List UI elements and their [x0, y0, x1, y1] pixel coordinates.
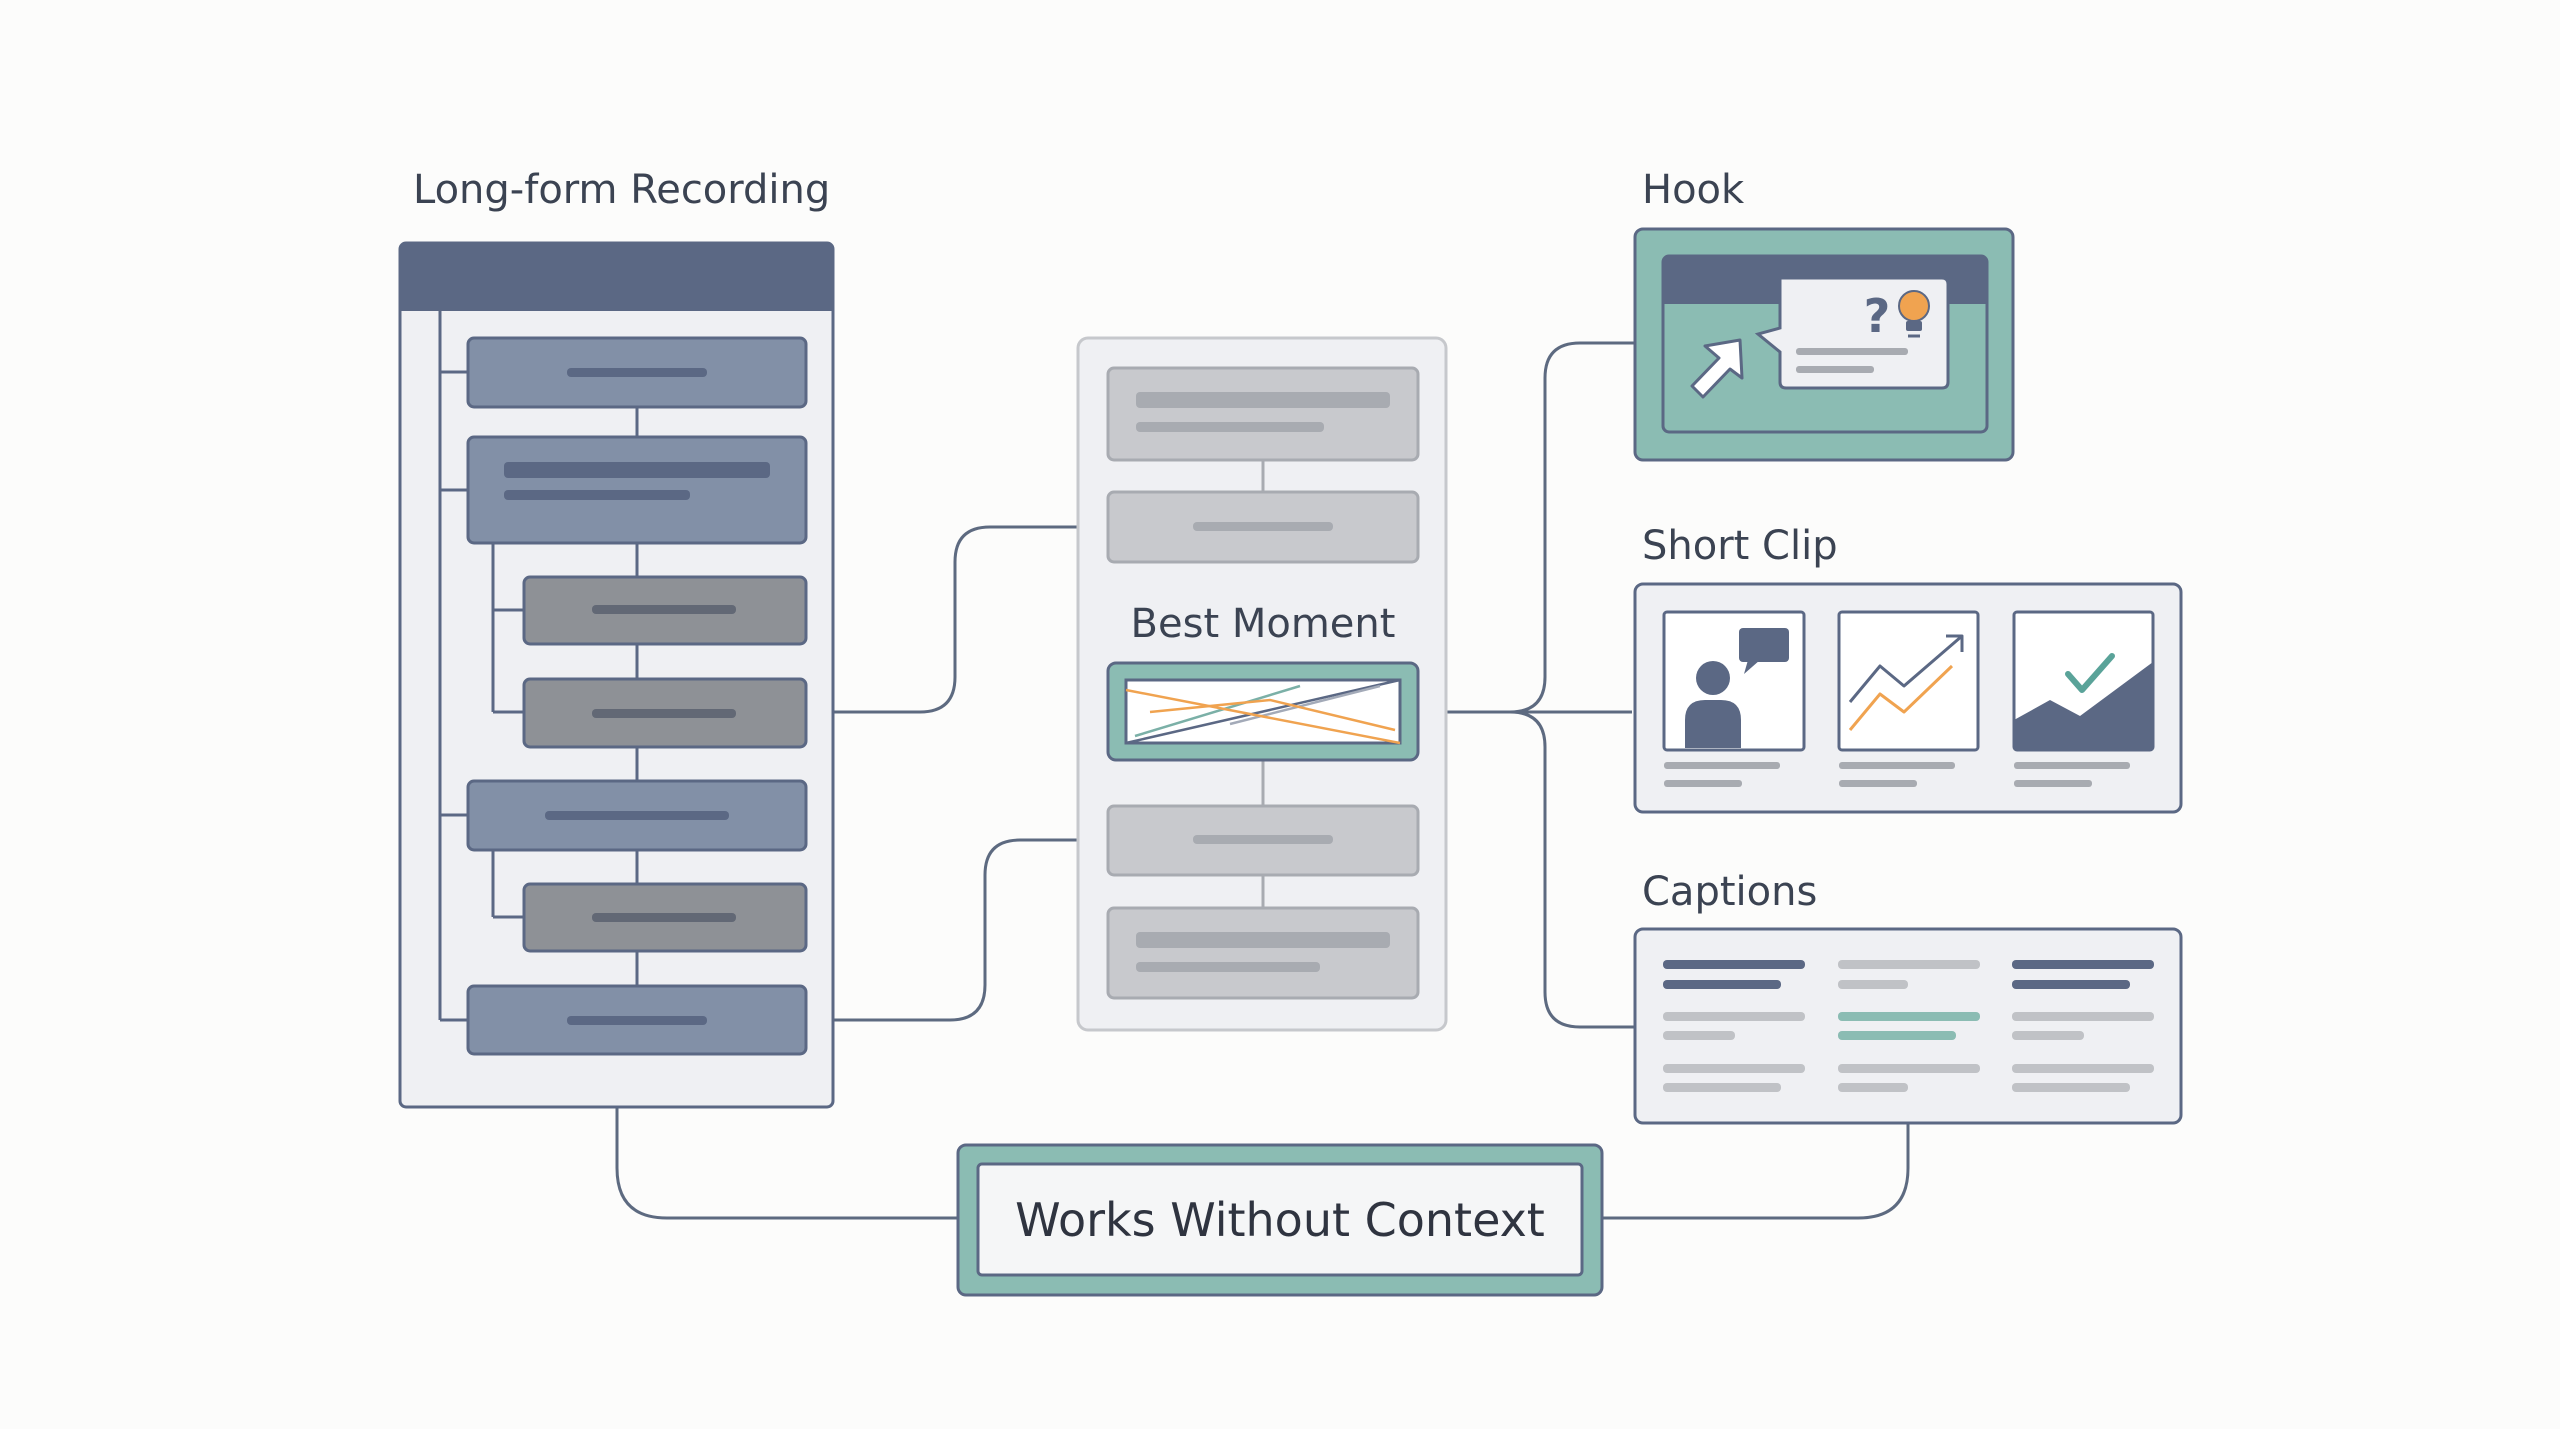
cursor-arrow-icon: [1690, 338, 1744, 399]
connector-source-to-result: [615, 1107, 958, 1220]
connector-segment-to-candidate: [805, 525, 1108, 714]
connectors: [615, 341, 1910, 1220]
clip-thumbnail: [1662, 610, 1806, 787]
connector-final-to-candidate: [805, 838, 1108, 1022]
hook-label: Hook: [1642, 167, 1745, 213]
short-clip-panel: Short Clip: [1633, 523, 2183, 814]
result-label: Works Without Context: [1015, 1193, 1545, 1247]
growth-check-icon: [2014, 653, 2153, 750]
caption-lines: [1663, 960, 2154, 1092]
segment-blocks: [466, 336, 808, 1056]
captions-label: Captions: [1642, 869, 1817, 915]
hook-panel: Hook ?: [1633, 167, 2015, 462]
captions-panel: Captions: [1633, 869, 2183, 1125]
candidate-moments-panel: Best Moment: [1076, 336, 1448, 1032]
candidate-block: [1106, 366, 1420, 462]
lightbulb-icon: [1898, 290, 1930, 338]
tree-lines: [438, 311, 639, 1022]
connector-best-to-captions: [1509, 710, 1635, 1029]
candidate-block: [1106, 906, 1420, 1000]
clip-thumbnail: [1837, 610, 1980, 787]
speaker-chat-icon: [1685, 628, 1789, 748]
question-mark-icon: ?: [1864, 289, 1891, 343]
long-form-recording-panel: Long-form Recording: [398, 167, 835, 1109]
trend-line-icon: [1848, 634, 1964, 731]
connector-captions-to-result: [1602, 1123, 1910, 1220]
connector-best-to-hook: [1418, 341, 1635, 714]
waveform-icon: [1125, 678, 1401, 745]
best-moment-block: [1106, 661, 1420, 762]
recording-header-bar: [400, 243, 833, 311]
clip-thumbnail: [2012, 610, 2155, 787]
result-box: Works Without Context: [956, 1143, 1604, 1297]
short-clip-label: Short Clip: [1642, 523, 1838, 569]
best-moment-label: Best Moment: [1131, 601, 1396, 647]
source-label: Long-form Recording: [413, 167, 830, 213]
